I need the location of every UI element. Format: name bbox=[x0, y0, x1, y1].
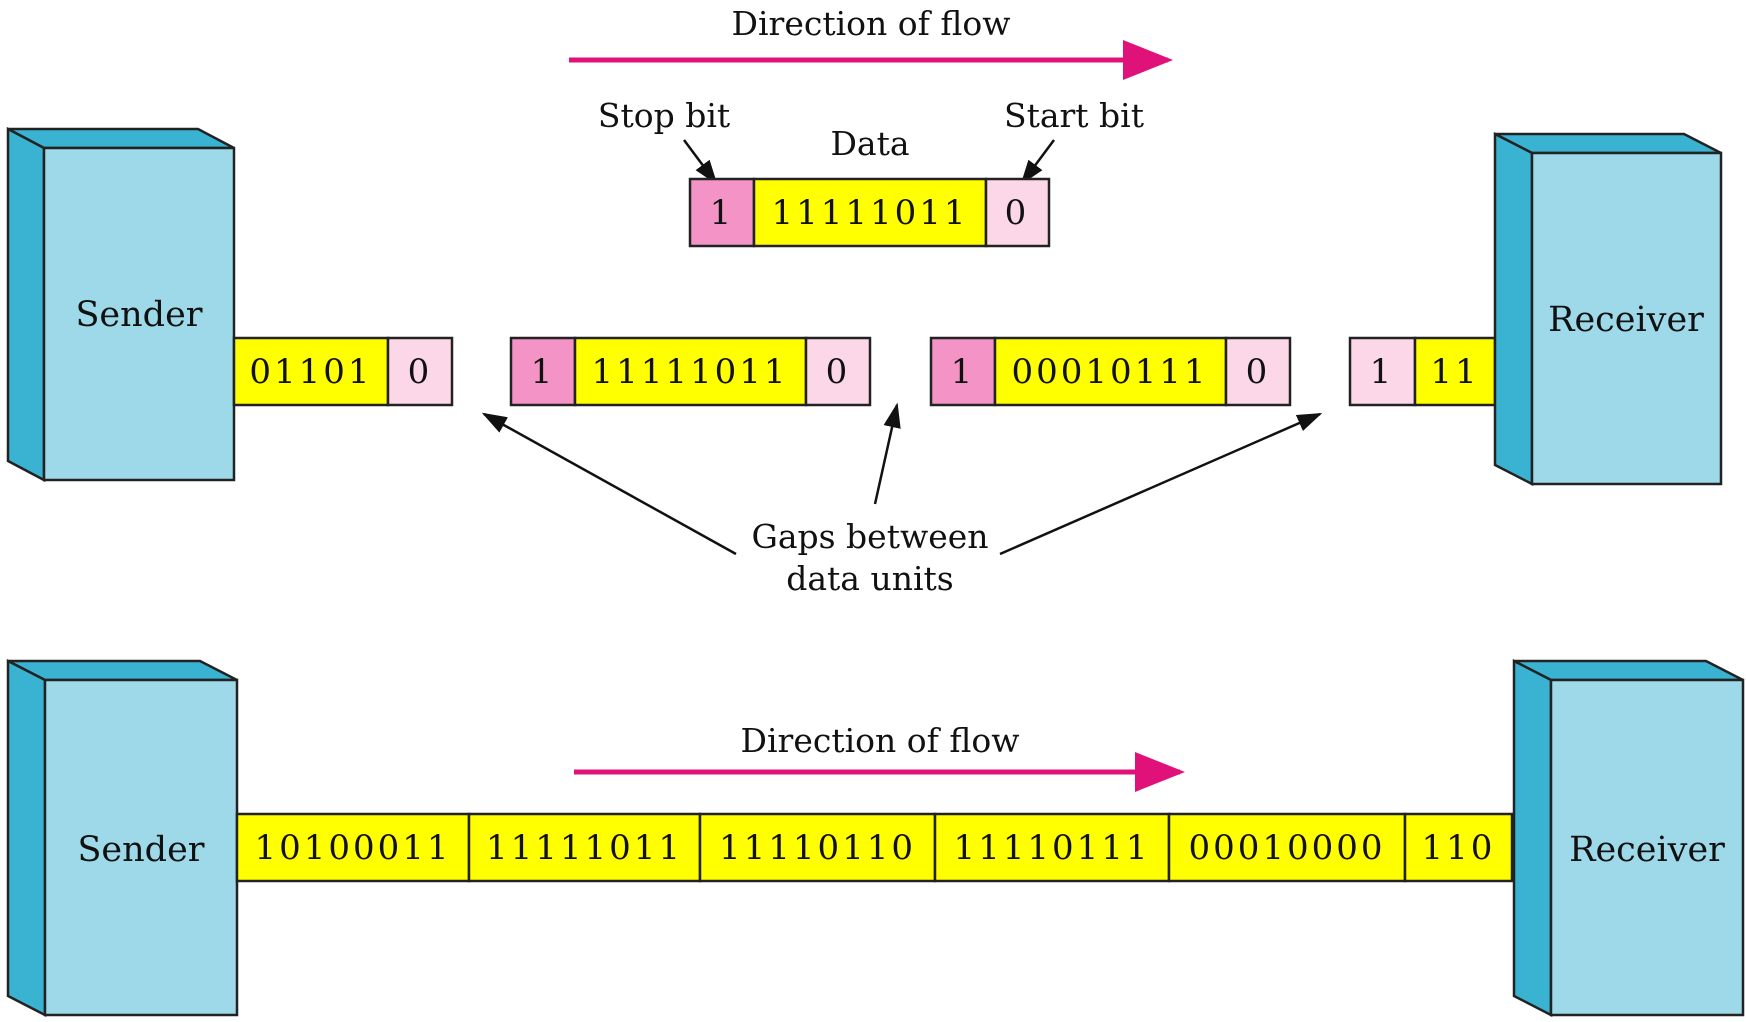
async-frame-1: 1 11111011 0 bbox=[509, 336, 872, 407]
async-sender-top bbox=[7, 127, 235, 150]
async-frame-2: 1 00010111 0 bbox=[929, 336, 1292, 407]
stop-bit-label: Stop bit bbox=[598, 96, 730, 135]
sync-receiver-top bbox=[1513, 659, 1744, 682]
example-data-bits: 11111011 bbox=[771, 193, 968, 233]
receiver-stream-data-cell bbox=[1413, 336, 1497, 407]
stop-bit-pointer bbox=[682, 139, 718, 186]
sync-sender-front bbox=[43, 678, 239, 1017]
gap-pointer-right bbox=[999, 412, 1323, 556]
data-label: Data bbox=[830, 124, 909, 163]
frame-2-stop: 1 bbox=[951, 352, 976, 392]
sender-stream-start-cell bbox=[386, 336, 454, 407]
example-frame: 1 11111011 0 bbox=[688, 177, 1051, 248]
sync-segment-bits: 11110111 bbox=[953, 828, 1150, 868]
start-bit-label: Start bit bbox=[1004, 96, 1144, 135]
sender-stream-start: 0 bbox=[408, 352, 433, 392]
sync-receiver-side bbox=[1512, 658, 1553, 1018]
async-sender-side bbox=[6, 126, 46, 483]
receiver-stream-start: 1 bbox=[1370, 352, 1395, 392]
async-receiver-label: Receiver bbox=[1548, 300, 1704, 340]
sync-segment-cell bbox=[698, 812, 937, 883]
sync-receiver-label: Receiver bbox=[1569, 830, 1725, 870]
start-bit-pointer bbox=[1020, 139, 1056, 186]
frame-1-start-cell bbox=[804, 336, 872, 407]
sync-bit-stream: 10100011 11111011 11110110 11110111 00010000… bbox=[235, 812, 1514, 883]
sync-sender: Sender bbox=[6, 658, 239, 1018]
sync-direction-label: Direction of flow bbox=[741, 721, 1020, 760]
sync-receiver-front bbox=[1549, 678, 1745, 1017]
sender-stream-data: 01101 bbox=[249, 352, 372, 392]
frame-2-start-cell bbox=[1224, 336, 1292, 407]
sync-sender-side bbox=[6, 658, 47, 1018]
example-data-cell bbox=[752, 177, 988, 248]
sync-sender-label: Sender bbox=[77, 830, 204, 870]
sync-segment-cell bbox=[467, 812, 702, 883]
sync-segment-bits: 11110110 bbox=[719, 828, 916, 868]
sync-diagram: Sender Direction of flow 10100011 1111101… bbox=[6, 658, 1745, 1018]
async-sender-label: Sender bbox=[75, 295, 202, 335]
async-receiver-front bbox=[1530, 151, 1723, 486]
sender-stream: 01101 0 bbox=[232, 336, 454, 407]
async-sender: Sender bbox=[6, 126, 236, 483]
example-start-bit: 0 bbox=[1005, 193, 1030, 233]
gap-pointer-middle bbox=[873, 402, 901, 505]
async-sender-front bbox=[42, 146, 236, 482]
sync-segment-bits: 110 bbox=[1422, 828, 1496, 868]
frame-1-start: 0 bbox=[826, 352, 851, 392]
sync-segment-bits: 10100011 bbox=[254, 828, 451, 868]
async-diagram: Direction of flow Stop bit Data Start bi… bbox=[6, 4, 1723, 598]
example-stop-bit: 1 bbox=[710, 193, 735, 233]
sync-receiver: Receiver bbox=[1512, 658, 1745, 1018]
sync-segment-cell bbox=[1403, 812, 1514, 883]
async-receiver: Receiver bbox=[1493, 131, 1723, 487]
frame-2-data: 00010111 bbox=[1011, 352, 1208, 392]
sync-segment-bits: 00010000 bbox=[1188, 828, 1385, 868]
example-start-bit-cell bbox=[984, 177, 1051, 248]
receiver-stream: 1 11 bbox=[1348, 336, 1497, 407]
sync-segment-cell bbox=[235, 812, 471, 883]
async-receiver-side bbox=[1493, 131, 1534, 487]
frame-2-stop-cell bbox=[929, 336, 997, 407]
sync-segment-bits: 11111011 bbox=[486, 828, 683, 868]
gap-pointer-left bbox=[481, 412, 737, 556]
frame-2-data-cell bbox=[993, 336, 1228, 407]
async-direction-label: Direction of flow bbox=[732, 4, 1011, 43]
gaps-label-line1: Gaps between bbox=[751, 517, 988, 556]
sync-sender-top bbox=[7, 659, 238, 682]
frame-2-start: 0 bbox=[1246, 352, 1271, 392]
frame-1-stop: 1 bbox=[531, 352, 556, 392]
frame-1-data: 11111011 bbox=[591, 352, 788, 392]
receiver-stream-data: 11 bbox=[1430, 352, 1479, 392]
sync-segment-cell bbox=[933, 812, 1171, 883]
gaps-label-line2: data units bbox=[786, 559, 953, 598]
